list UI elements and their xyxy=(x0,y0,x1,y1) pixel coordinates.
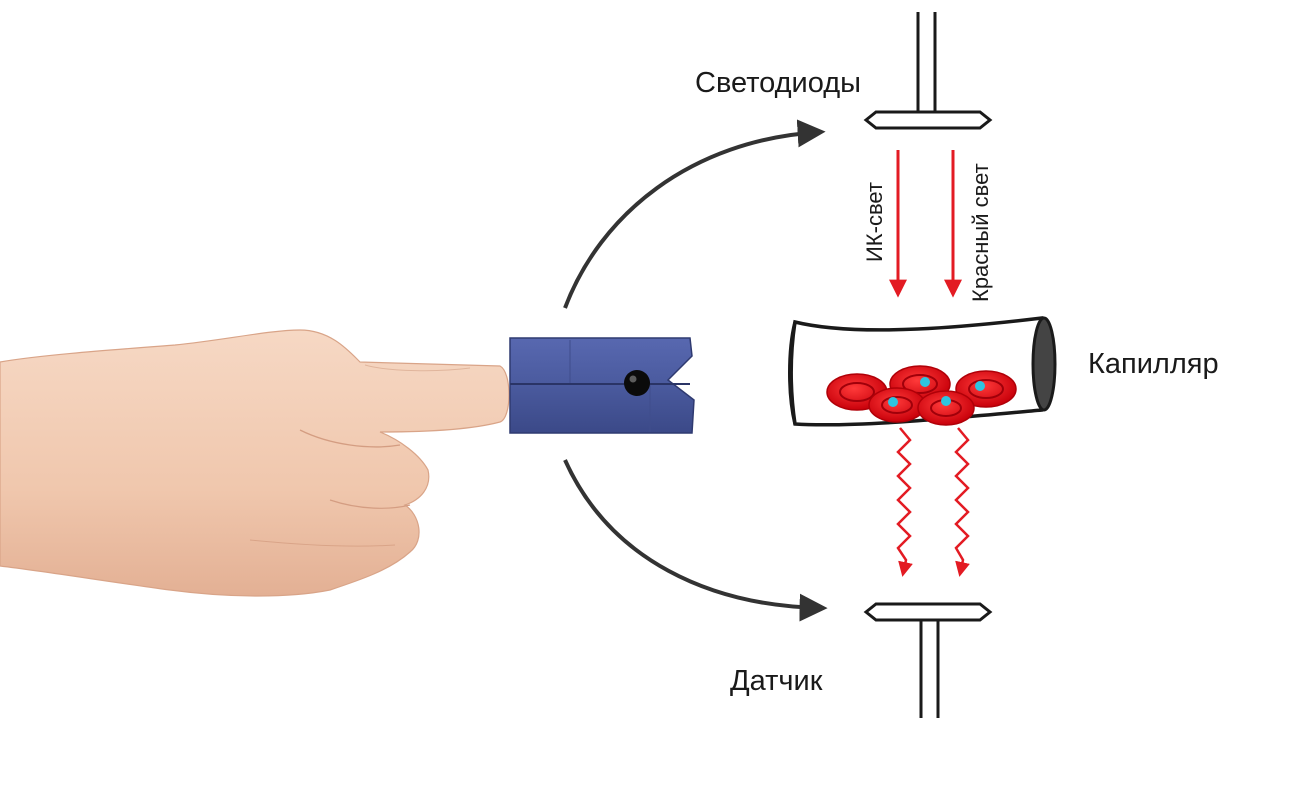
capillary-label: Капилляр xyxy=(1088,348,1219,380)
leds-label: Светодиоды xyxy=(695,67,861,99)
photodetector-icon xyxy=(863,602,993,718)
hand-finger-icon xyxy=(0,329,510,597)
pulse-oximeter-icon xyxy=(509,337,695,434)
led-emitter-icon xyxy=(863,12,993,130)
red-blood-cells xyxy=(826,365,1017,426)
red-blood-cell-icon xyxy=(917,390,975,426)
transmitted-ir-light-arrow xyxy=(896,427,913,577)
red-light-label: Красный свет xyxy=(968,163,993,302)
transmitted-red-light-arrow xyxy=(954,427,970,577)
sensor-label: Датчик xyxy=(730,665,823,697)
red-blood-cell-icon xyxy=(868,387,926,423)
ir-light-label: ИК-свет xyxy=(862,182,887,262)
arrow-to-sensor xyxy=(563,459,828,622)
arrow-to-leds xyxy=(563,119,826,309)
red-blood-cell-icon xyxy=(955,370,1017,408)
